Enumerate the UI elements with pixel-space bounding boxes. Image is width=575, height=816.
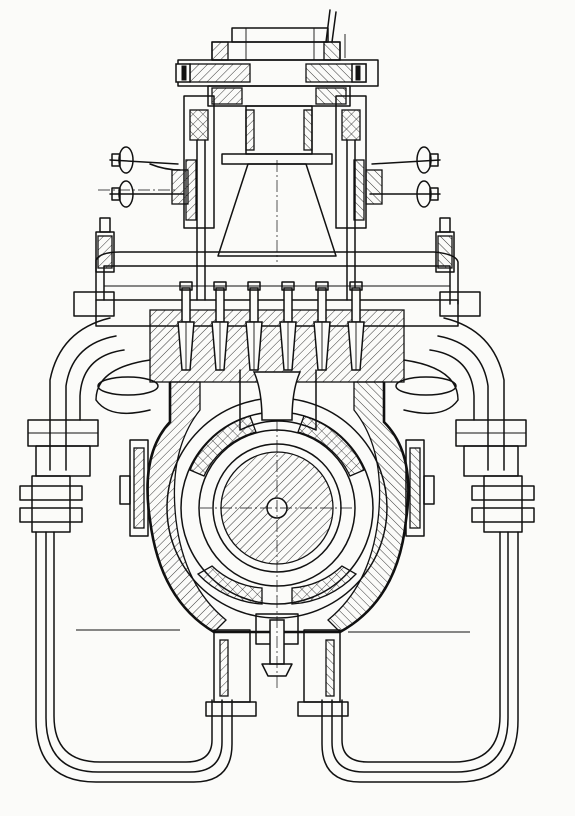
casing-side-bolts <box>119 439 435 537</box>
right-outer-pipe <box>321 317 535 783</box>
reference-lines <box>76 189 470 633</box>
nozzle-unit <box>245 281 263 371</box>
nozzle-unit <box>211 281 229 371</box>
nozzle-block <box>149 281 405 383</box>
top-valve-assembly <box>175 9 379 301</box>
right-side-connectors <box>365 146 441 208</box>
bottom-outlets <box>205 596 349 717</box>
nozzle-unit <box>347 281 365 371</box>
nozzle-unit <box>313 281 331 371</box>
nozzle-unit <box>177 281 195 371</box>
left-outer-pipe <box>19 317 233 783</box>
inner-pipe-loops <box>95 359 459 415</box>
left-side-connectors <box>109 146 189 208</box>
turbine-casing <box>146 369 410 634</box>
nozzle-unit <box>279 281 297 371</box>
